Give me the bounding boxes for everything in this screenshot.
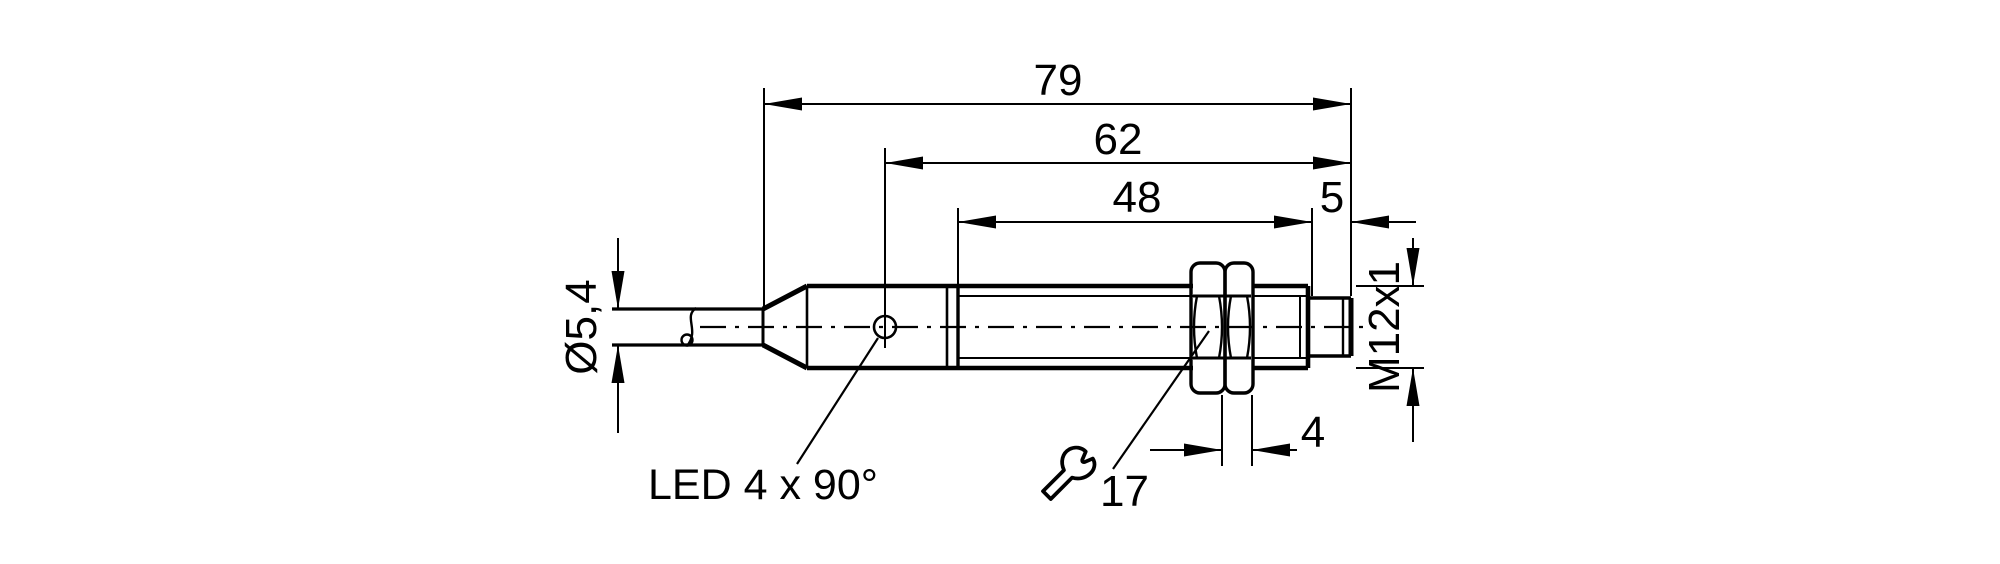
- dimension-tip-length: 5: [1320, 173, 1416, 229]
- dimension-label-tip-length: 5: [1320, 173, 1344, 222]
- dimension-label-led-distance: 62: [1094, 115, 1143, 164]
- hex-nut-right: [1223, 261, 1255, 395]
- dimension-label-overall-length: 79: [1034, 56, 1083, 105]
- dimension-label-thread-length: 48: [1113, 173, 1162, 222]
- dimension-thread-length: 48: [957, 173, 1313, 296]
- dimension-label-cable-diameter: Ø5,4: [557, 279, 606, 374]
- led-callout: LED 4 x 90°: [648, 337, 879, 509]
- hex-nuts: [1189, 261, 1255, 395]
- dimension-nut-thickness: 4: [1150, 395, 1325, 466]
- sensor-body: [761, 283, 1354, 371]
- thread-root-lines: [958, 295, 1308, 359]
- dimension-label-thread-size: M12x1: [1360, 261, 1409, 393]
- wrench-size-callout: 17: [1041, 330, 1210, 516]
- wrench-size-label: 17: [1100, 467, 1149, 516]
- wrench-icon: [1041, 445, 1097, 501]
- dimension-cable-diameter: Ø5,4: [557, 238, 625, 433]
- dimension-led-distance: 62: [884, 115, 1351, 348]
- cable-break-symbol: [680, 307, 697, 347]
- dimension-thread-size: M12x1: [1356, 238, 1424, 442]
- strain-relief-cone: [761, 283, 809, 371]
- led-callout-label: LED 4 x 90°: [648, 461, 878, 509]
- dimension-label-nut-thickness: 4: [1301, 408, 1325, 457]
- dimension-overall-length: 79: [763, 56, 1352, 307]
- sensing-tip: [1308, 296, 1354, 358]
- cable: [612, 307, 763, 347]
